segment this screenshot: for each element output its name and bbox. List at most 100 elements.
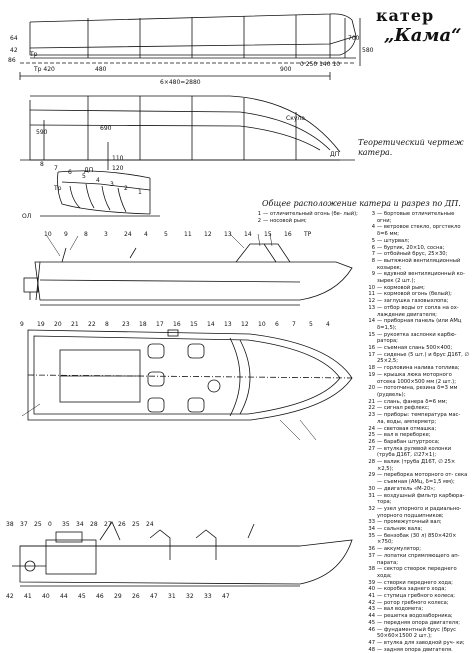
boat-side-elevation: [23, 243, 353, 306]
legend-text: — съемная слань 500×400;: [377, 345, 453, 352]
legend-item: 32— узел упорного и радиально- упорного …: [366, 506, 470, 519]
dim-ol: ОЛ: [22, 213, 31, 220]
legend-text: — валик (труба Д16Т, ∅ 25× ×2,5);: [377, 459, 456, 472]
callout-number: 6: [68, 169, 72, 176]
legend-text: — створки переднего хода;: [377, 579, 453, 586]
legend-item: 37— лопатки спрямляющего ап- парата;: [366, 553, 470, 566]
legend-item: 48— задняя опора двигателя.: [366, 647, 470, 653]
dim-tr420: Тр 420: [33, 66, 55, 73]
callout-number: 15: [264, 231, 272, 238]
legend-number: 47: [368, 640, 375, 646]
callout-number: 44: [60, 593, 68, 600]
caption-theoretical: Теоретический чертеж катера.: [358, 138, 464, 157]
callout-number: 14: [207, 321, 215, 328]
legend-item: 10— кормовой рым;: [366, 285, 470, 292]
legend-number: 15: [368, 331, 375, 338]
hull-body-plan: [40, 170, 160, 217]
callout-number: 8: [105, 321, 109, 328]
dim-120: 120: [112, 165, 124, 172]
hull-profile-view: [19, 13, 361, 80]
callout-number: 13: [224, 231, 232, 238]
legend-text: — воздушный фильтр карбюра- тора;: [377, 492, 465, 506]
legend-text: — барабан штуртроса;: [377, 438, 440, 445]
callout-number: 5: [82, 173, 86, 180]
legend-item: 6— буртик, 20×10, сосна;: [366, 245, 470, 252]
drawing-sheet: 86 Тр 420 480 Тр 900 6×480=2880 0 250 14…: [6, 13, 374, 600]
legend-text: — отбор воды от сопла на ох- лаждение дв…: [377, 304, 459, 318]
dim-d900: 900: [280, 66, 292, 73]
legend-number: 8: [371, 257, 375, 264]
dim-590: 590: [36, 129, 48, 136]
legend-item: 25— вал в переборке;: [366, 432, 470, 439]
legend-text: — ротор гребного колеса;: [377, 599, 449, 606]
dim-690: 690: [100, 125, 112, 132]
legend-left: 1— отличительный огонь (бе- лый);2— носо…: [252, 211, 364, 224]
legend-number: 43: [368, 606, 375, 613]
dim-tr-small: Тр: [53, 185, 62, 192]
callout-number: 38: [6, 521, 14, 528]
legend-text: — сиденье (5 шт.) и брус Д16Т, ∅ 25×2,5;: [377, 351, 469, 365]
callout-number: 27: [104, 521, 112, 528]
legend-number: 16: [368, 345, 375, 352]
callout-number: 41: [24, 593, 32, 600]
legend-item: 4— ветровое стекло, оргстекло δ=6 мм;: [366, 224, 470, 237]
legend-number: 17: [368, 351, 375, 358]
legend-text: — носовой рым;: [263, 217, 307, 224]
callout-number: 18: [139, 321, 147, 328]
dim-tr: Тр: [29, 51, 38, 58]
legend-number: 35: [368, 532, 375, 539]
title-line1: катер: [376, 6, 435, 25]
callout-number: 12: [241, 321, 249, 328]
legend-number: 38: [368, 566, 375, 573]
legend-text: — сальник вала;: [377, 526, 423, 533]
callout-number: 4: [144, 231, 148, 238]
legend-text: — вал водомета;: [377, 606, 424, 613]
callout-number: 4: [96, 177, 100, 184]
legend-item: 19— крышка люка моторного отсека 1000×50…: [366, 372, 470, 385]
callout-number: 1: [138, 189, 142, 196]
dim-span: 6×480=2880: [160, 79, 201, 86]
legend-item: 40— коробка заднего хода;: [366, 586, 470, 593]
legend-item: 15— рукоятка заслонки карбю- ратора;: [366, 332, 470, 345]
callout-number: 40: [42, 593, 50, 600]
legend-number: 2: [257, 217, 261, 224]
legend-number: 21: [368, 398, 375, 405]
legend-text: — аккумулятор;: [377, 546, 422, 553]
legend-number: 39: [368, 579, 375, 586]
legend-number: 19: [368, 371, 375, 378]
legend-text: — отбойный брус, 25×30;: [377, 251, 448, 258]
legend-number: 24: [368, 425, 375, 432]
callout-number: 47: [150, 593, 158, 600]
legend-number: 46: [368, 626, 375, 633]
callout-number: 4: [326, 321, 330, 328]
legend-item: 3— бортовые отличительные огни;: [366, 211, 470, 224]
legend-item: 11— кормовой огонь (белый);: [366, 291, 470, 298]
legend-item: 44— решетка водозаборника;: [366, 613, 470, 620]
legend-item: 36— аккумулятор;: [366, 546, 470, 553]
legend-text: — бортовые отличительные огни;: [377, 211, 455, 224]
legend-item: 14— приборная панель (или АМц δ=1,5);: [366, 318, 470, 331]
dim-d480: 480: [95, 66, 107, 73]
legend-item: 21— слань, фанера δ=6 мм;: [366, 399, 470, 406]
dim-skula: Скула: [286, 115, 305, 122]
callout-number: 5: [164, 231, 168, 238]
legend-number: 26: [368, 438, 375, 445]
callout-number: 3: [104, 231, 108, 238]
legend-item: 29— переборка моторного от- сека — съемн…: [366, 472, 470, 485]
legend-number: 41: [368, 593, 375, 600]
legend-text: — приборная панель (или АМц δ=1,5);: [377, 318, 462, 331]
dim-64: 64: [10, 35, 18, 42]
legend-number: 18: [368, 365, 375, 372]
callout-number: 45: [78, 593, 86, 600]
legend-number: 14: [368, 318, 375, 325]
legend-text: — втулка рулевой колонки (труба Д16Т, ∅2…: [377, 445, 452, 459]
legend-item: 35— бензобак (30 л) 850×420× ×750;: [366, 533, 470, 546]
legend-text: — узел упорного и радиально- упорного по…: [377, 505, 462, 519]
legend-text: — бензобак (30 л) 850×420× ×750;: [377, 532, 457, 546]
legend-text: — сектор створок переднего хода;: [377, 566, 457, 579]
legend-item: 23— приборы: температура мас- ла, воды, …: [366, 412, 470, 425]
legend-text: — ступица гребного колеса;: [377, 593, 456, 600]
legend-item: 1— отличительный огонь (бе- лый);: [252, 211, 364, 218]
callout-number: 19: [37, 321, 45, 328]
legend-item: 28— валик (труба Д16Т, ∅ 25× ×2,5);: [366, 459, 470, 472]
